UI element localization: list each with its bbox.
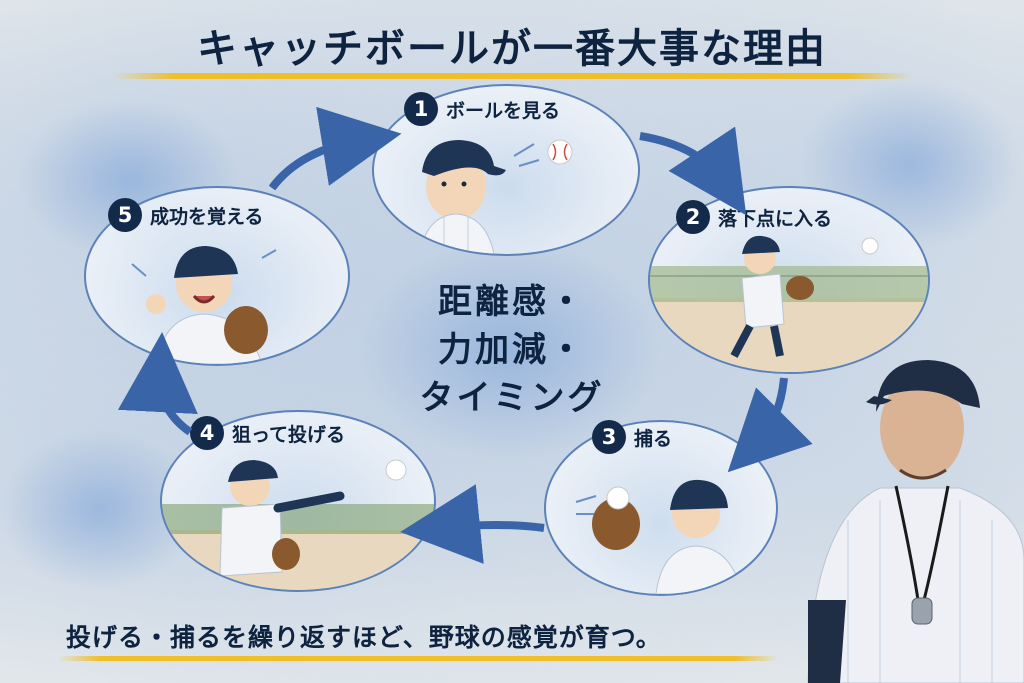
arrow-1-to-2 [639, 126, 747, 216]
center-line-3: タイミング [419, 378, 605, 418]
step-label-2: 2 落下点に入る [676, 200, 832, 234]
arrow-4-to-5 [117, 332, 198, 436]
whistle-icon [911, 597, 933, 625]
title-underline [112, 73, 912, 79]
arrow-2-to-3 [727, 377, 813, 473]
step-label-4: 4 狙って投げる [190, 416, 345, 450]
center-line-1: 距離感・ [438, 282, 586, 322]
step-number-5: 5 [108, 198, 142, 232]
footer-caption: 投げる・捕るを繰り返すほど、野球の感覚が育つ。 [66, 623, 662, 652]
baseball-icon [861, 237, 879, 255]
baseball-icon [606, 486, 630, 510]
step-text-3: 捕る [634, 427, 673, 450]
boy-catching-ball-illustration [575, 479, 743, 594]
step-number-4: 4 [190, 416, 224, 450]
step-label-3: 3 捕る [592, 420, 672, 454]
step-text-2: 落下点に入る [718, 207, 833, 230]
center-key-skills: 距離感・ 力加減・ タイミング [372, 278, 652, 422]
baseball-icon [385, 459, 407, 481]
step-text-5: 成功を覚える [150, 205, 264, 228]
step-label-5: 5 成功を覚える [108, 198, 263, 232]
page-title: キャッチボールが一番大事な理由 [197, 26, 827, 72]
step-number-1: 1 [404, 92, 438, 126]
arrow-3-to-4 [400, 484, 545, 564]
footer-underline [58, 656, 778, 661]
step-label-1: 1 ボールを見る [404, 92, 560, 126]
step-text-4: 狙って投げる [232, 423, 346, 446]
step-text-1: ボールを見る [446, 99, 561, 122]
center-line-2: 力加減・ [438, 330, 586, 370]
step-number-3: 3 [592, 420, 626, 454]
arrow-5-to-1 [268, 106, 402, 191]
whistle-lanyard [894, 485, 950, 601]
